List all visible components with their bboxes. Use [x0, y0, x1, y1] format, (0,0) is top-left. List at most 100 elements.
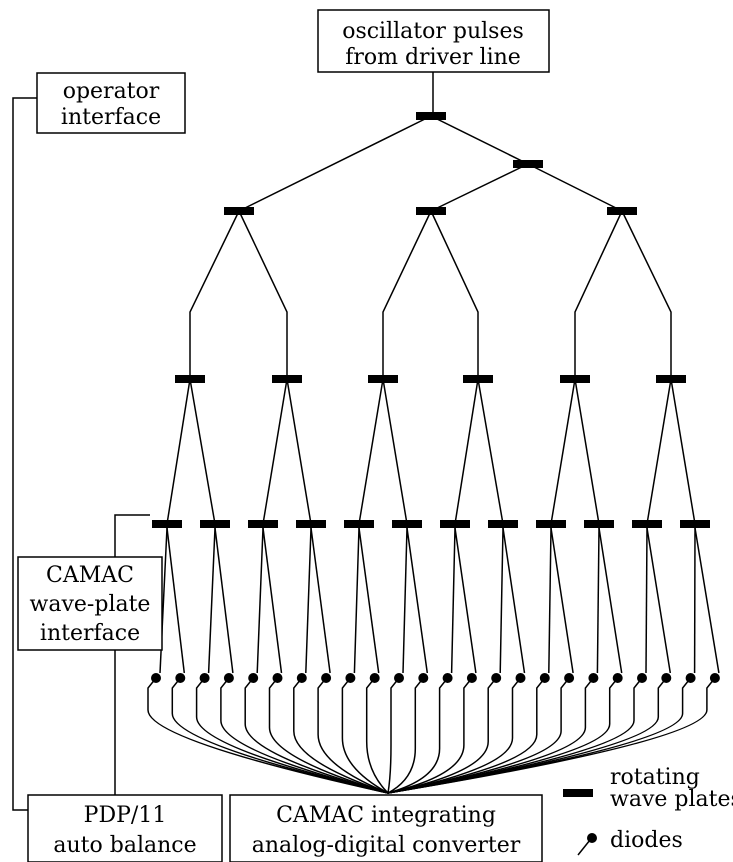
operator-interface-box: operator interface — [36, 72, 186, 134]
diode — [223, 673, 234, 683]
wave-plate-level-1 — [416, 112, 446, 120]
wave-plate-level-5 — [248, 520, 278, 528]
beam-line — [548, 527, 552, 674]
wave-plate-level-5 — [344, 520, 374, 528]
beam-line — [189, 378, 216, 525]
wave-plate-level-4 — [560, 375, 590, 383]
wave-plate-level-5 — [296, 520, 326, 528]
wave-plate-level-4 — [272, 375, 302, 383]
diode — [685, 673, 696, 683]
wave-plate-level-4 — [463, 375, 493, 383]
wave-plate-level-5 — [488, 520, 518, 528]
beam-line — [550, 527, 574, 674]
beam-line — [402, 527, 408, 674]
wave-plates — [152, 112, 710, 528]
pdp-line-2: auto balance — [53, 833, 196, 858]
diode — [661, 673, 672, 683]
diode-lead — [293, 677, 389, 794]
beam-line — [262, 527, 283, 674]
beam-line — [310, 527, 331, 674]
beam-line — [598, 527, 623, 674]
legend-wave-plates-label: wave plates — [610, 787, 733, 812]
beam-line — [646, 378, 672, 525]
diode — [296, 673, 307, 683]
beam-line — [454, 527, 477, 674]
beam-line — [477, 378, 504, 525]
wave-plate-level-4 — [656, 375, 686, 383]
diode — [709, 673, 720, 683]
diode — [564, 673, 575, 683]
wave-plate-level-5 — [152, 520, 182, 528]
diode — [442, 673, 453, 683]
wave-plate-level-5 — [584, 520, 614, 528]
beam-line — [262, 378, 288, 525]
diode — [612, 673, 623, 683]
pdp11-box: PDP/11 auto balance — [27, 794, 223, 862]
beam-line — [550, 378, 576, 525]
beam-line — [430, 163, 529, 212]
diode — [272, 673, 283, 683]
wave-plate-level-5 — [200, 520, 230, 528]
legend-diode-lead — [577, 839, 591, 856]
beam-line — [382, 378, 408, 525]
oscillator-box: oscillator pulses from driver line — [317, 9, 550, 73]
legend-rotating-label: rotating — [610, 765, 700, 790]
beam-line — [382, 210, 432, 379]
camac-wave-line-3: interface — [40, 621, 140, 646]
diode-lead — [341, 677, 389, 794]
beam-line — [574, 210, 623, 379]
operator-line-2: interface — [61, 105, 161, 130]
beam-line — [574, 378, 600, 525]
wave-plate-level-5 — [536, 520, 566, 528]
wave-plate-level-2 — [513, 160, 543, 168]
wave-plate-level-5 — [440, 520, 470, 528]
diode-lead — [268, 677, 389, 794]
diode — [151, 673, 161, 683]
beam-line — [646, 527, 672, 674]
diode-lead — [317, 677, 389, 794]
wave-plate-level-4 — [368, 375, 398, 383]
beam-line — [189, 210, 240, 379]
diode-lead — [387, 677, 400, 794]
beam-line — [214, 527, 234, 674]
diode — [199, 673, 210, 683]
beam-line — [670, 378, 696, 525]
wave-plate-level-3 — [224, 207, 254, 215]
diode-lead — [387, 677, 424, 794]
beam-line — [353, 527, 360, 674]
diode — [394, 673, 404, 683]
operator-to-pdp-line — [12, 97, 37, 811]
diode-lead — [387, 677, 619, 794]
diode-lead — [220, 677, 389, 794]
diode — [466, 673, 477, 683]
beam-line — [238, 115, 432, 212]
beam-line — [430, 210, 479, 379]
diode — [369, 673, 380, 683]
camac-to-plates-line — [114, 514, 150, 557]
camac-adc-box: CAMAC integrating analog-digital convert… — [229, 794, 543, 862]
legend-wave-plate-swatch — [563, 789, 593, 797]
diode — [321, 673, 332, 683]
beam-line — [454, 378, 479, 525]
connection-lines — [12, 72, 720, 811]
operator-line-1: operator — [63, 79, 160, 104]
beam-line — [406, 527, 429, 674]
beam-line — [305, 527, 312, 674]
diode-lead — [244, 677, 389, 794]
diodes-group — [151, 673, 720, 683]
beam-line — [256, 527, 264, 674]
wave-plate-level-5 — [392, 520, 422, 528]
legend-diode-swatch — [587, 833, 597, 843]
diode — [418, 673, 429, 683]
beam-line — [645, 527, 648, 674]
diode-lead — [171, 677, 389, 794]
diode — [539, 673, 550, 683]
diode — [345, 673, 356, 683]
oscillator-line-1: oscillator pulses — [342, 19, 524, 44]
legend: rotating wave plates diodes — [563, 765, 733, 856]
adc-line-2: analog-digital converter — [252, 833, 521, 858]
diode — [588, 673, 599, 683]
diode-lead — [365, 677, 389, 794]
beam-line — [502, 527, 526, 674]
